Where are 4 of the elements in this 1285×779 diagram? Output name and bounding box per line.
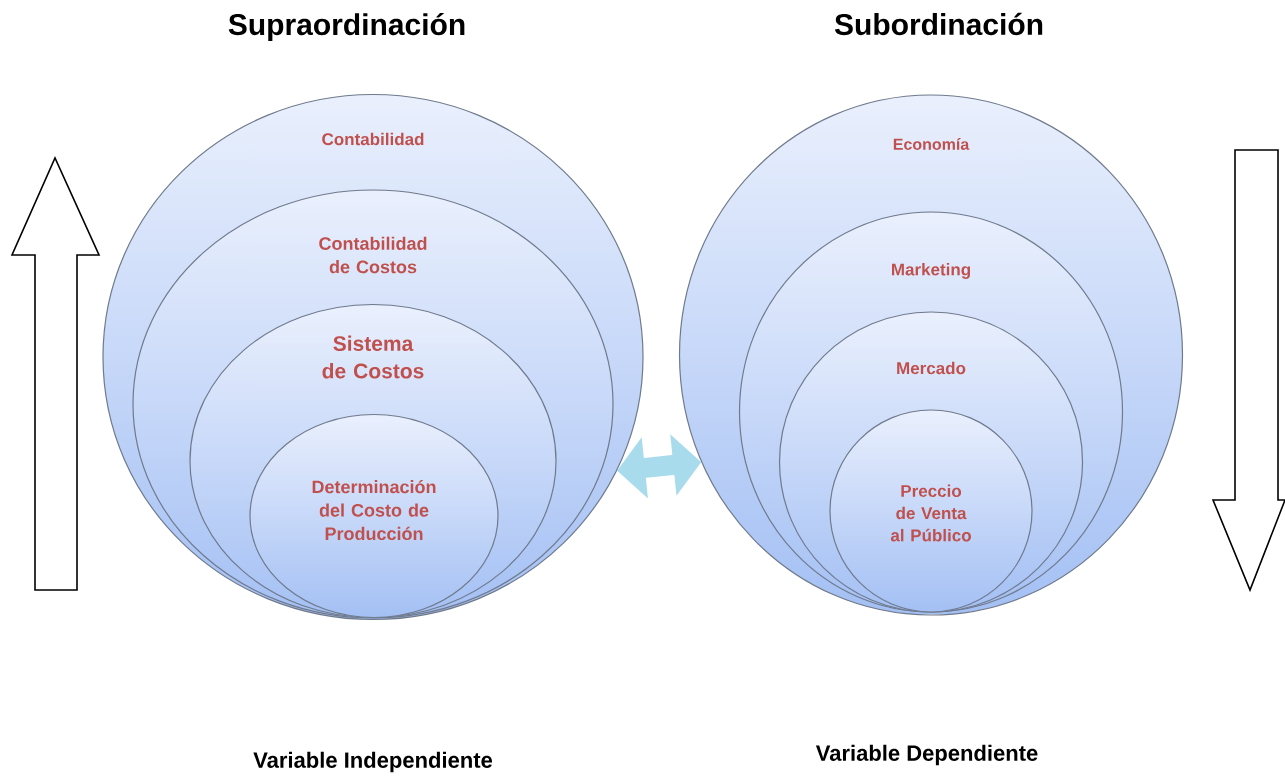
- label: Subordinación: [834, 12, 1043, 36]
- label: Variable Independiente: [253, 751, 493, 773]
- label: Supraordinación: [228, 12, 465, 42]
- label: Variable Dependiente: [815, 744, 1038, 766]
